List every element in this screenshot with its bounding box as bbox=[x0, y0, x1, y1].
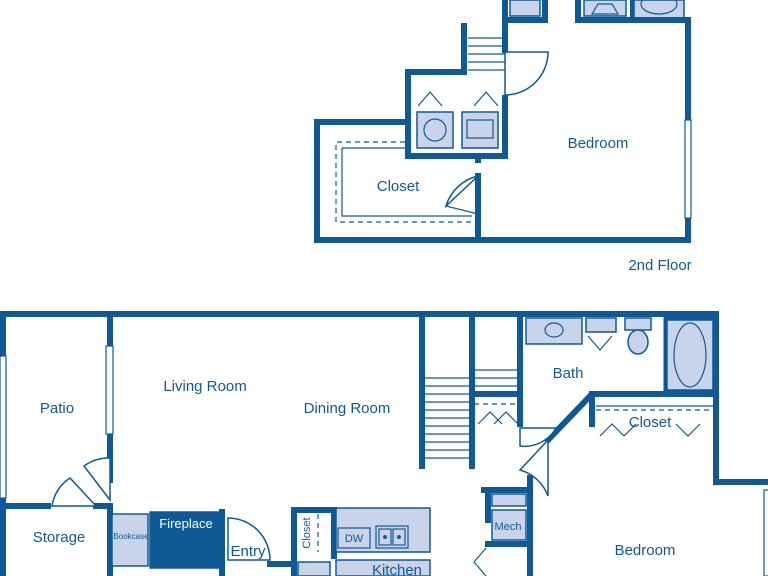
toilet-icon bbox=[627, 329, 649, 355]
bath-door bbox=[519, 427, 558, 448]
bedroom-door bbox=[518, 438, 549, 497]
mech-label: Mech bbox=[495, 521, 522, 533]
kitchen-sink-bowl-2 bbox=[392, 528, 406, 546]
kitchen-sink-bowl-1 bbox=[378, 528, 392, 546]
bedroom-closet-door-left bbox=[599, 423, 637, 437]
patio-door bbox=[82, 457, 111, 503]
mech-door bbox=[473, 547, 487, 576]
bath-linen-door bbox=[587, 335, 613, 351]
bathtub-icon bbox=[666, 319, 714, 391]
upper-closet-door-leaf bbox=[444, 174, 481, 209]
dryer-door bbox=[466, 119, 494, 139]
upper-closet-door-arc bbox=[445, 175, 479, 207]
mech-unit bbox=[491, 509, 527, 541]
bath-linen bbox=[585, 317, 617, 333]
upper-wall-east bbox=[475, 0, 691, 243]
second-floor: Bedroom Closet 2nd Floor bbox=[314, 0, 692, 274]
upper-tub-basin bbox=[640, 0, 678, 15]
upper-wall-closet bbox=[314, 119, 481, 243]
upper-wall-laundry-top bbox=[405, 23, 467, 125]
dining-room-label: Dining Room bbox=[304, 400, 391, 417]
upper-closet-door-edge bbox=[445, 205, 479, 215]
dishwasher-label: DW bbox=[345, 533, 364, 545]
entry-closet-label: Closet bbox=[301, 517, 313, 548]
first-floor: Patio Living Room Dining Room Bath Close… bbox=[0, 311, 768, 576]
dryer-hookup bbox=[473, 91, 499, 107]
dishwasher bbox=[337, 527, 371, 549]
bedroom-label: Bedroom bbox=[615, 542, 676, 559]
patio-label: Patio bbox=[40, 400, 74, 417]
mech-shelf bbox=[491, 493, 527, 507]
storage-label: Storage bbox=[33, 529, 86, 546]
bathtub-basin bbox=[673, 322, 707, 388]
dryer-icon bbox=[461, 111, 499, 149]
upper-bedroom-label: Bedroom bbox=[568, 135, 629, 152]
washer-drum bbox=[423, 118, 447, 142]
kitchen-counter-lower bbox=[335, 559, 431, 576]
patio-slider bbox=[105, 345, 114, 435]
washer-hookup bbox=[417, 91, 443, 107]
bedroom-closet-door-right bbox=[675, 423, 701, 437]
bedroom-window bbox=[763, 489, 768, 576]
bookcase bbox=[111, 513, 149, 567]
bedroom-closet-label: Closet bbox=[629, 414, 672, 431]
upper-wall-laundry bbox=[405, 95, 508, 159]
upper-vanity bbox=[509, 0, 541, 17]
upper-bedroom-door bbox=[504, 51, 549, 96]
upper-wall-stub bbox=[630, 0, 634, 20]
storage-door bbox=[51, 477, 98, 507]
upper-wall-vanity bbox=[502, 0, 548, 23]
bath-label: Bath bbox=[553, 365, 584, 382]
bath-vanity bbox=[525, 317, 583, 345]
sink-icon bbox=[544, 322, 564, 338]
floor-label: 2nd Floor bbox=[628, 257, 691, 274]
upper-sink-icon bbox=[583, 0, 627, 17]
lower-stairs bbox=[425, 369, 518, 459]
upper-sink-basin bbox=[590, 3, 620, 15]
upper-closet-label: Closet bbox=[377, 178, 420, 195]
living-room-label: Living Room bbox=[163, 378, 246, 395]
wall-storage-right bbox=[93, 503, 113, 576]
kitchen-sink-icon bbox=[375, 525, 409, 549]
fireplace bbox=[149, 511, 223, 569]
toilet-tank bbox=[624, 317, 652, 331]
bookcase-label: Bookcase bbox=[113, 532, 149, 541]
kitchen-pantry bbox=[297, 561, 331, 576]
kitchen-label: Kitchen bbox=[372, 562, 422, 576]
entry-label: Entry bbox=[230, 543, 266, 560]
drain-2 bbox=[397, 535, 401, 539]
upper-stairs bbox=[468, 37, 505, 71]
upper-closet-shelf bbox=[335, 141, 472, 223]
upper-window bbox=[684, 119, 692, 219]
bath-tub-surround bbox=[663, 316, 717, 394]
washer-icon bbox=[416, 111, 454, 149]
hall-closet-door-fold-2 bbox=[493, 411, 519, 425]
wall-entry-closet bbox=[291, 507, 337, 559]
fireplace-label: Fireplace bbox=[159, 516, 212, 531]
entry-door bbox=[227, 517, 271, 561]
patio-opening bbox=[0, 355, 7, 499]
hall-closet-door-fold-1 bbox=[477, 411, 503, 425]
upper-closet-rod bbox=[341, 147, 472, 217]
drain-1 bbox=[383, 535, 387, 539]
